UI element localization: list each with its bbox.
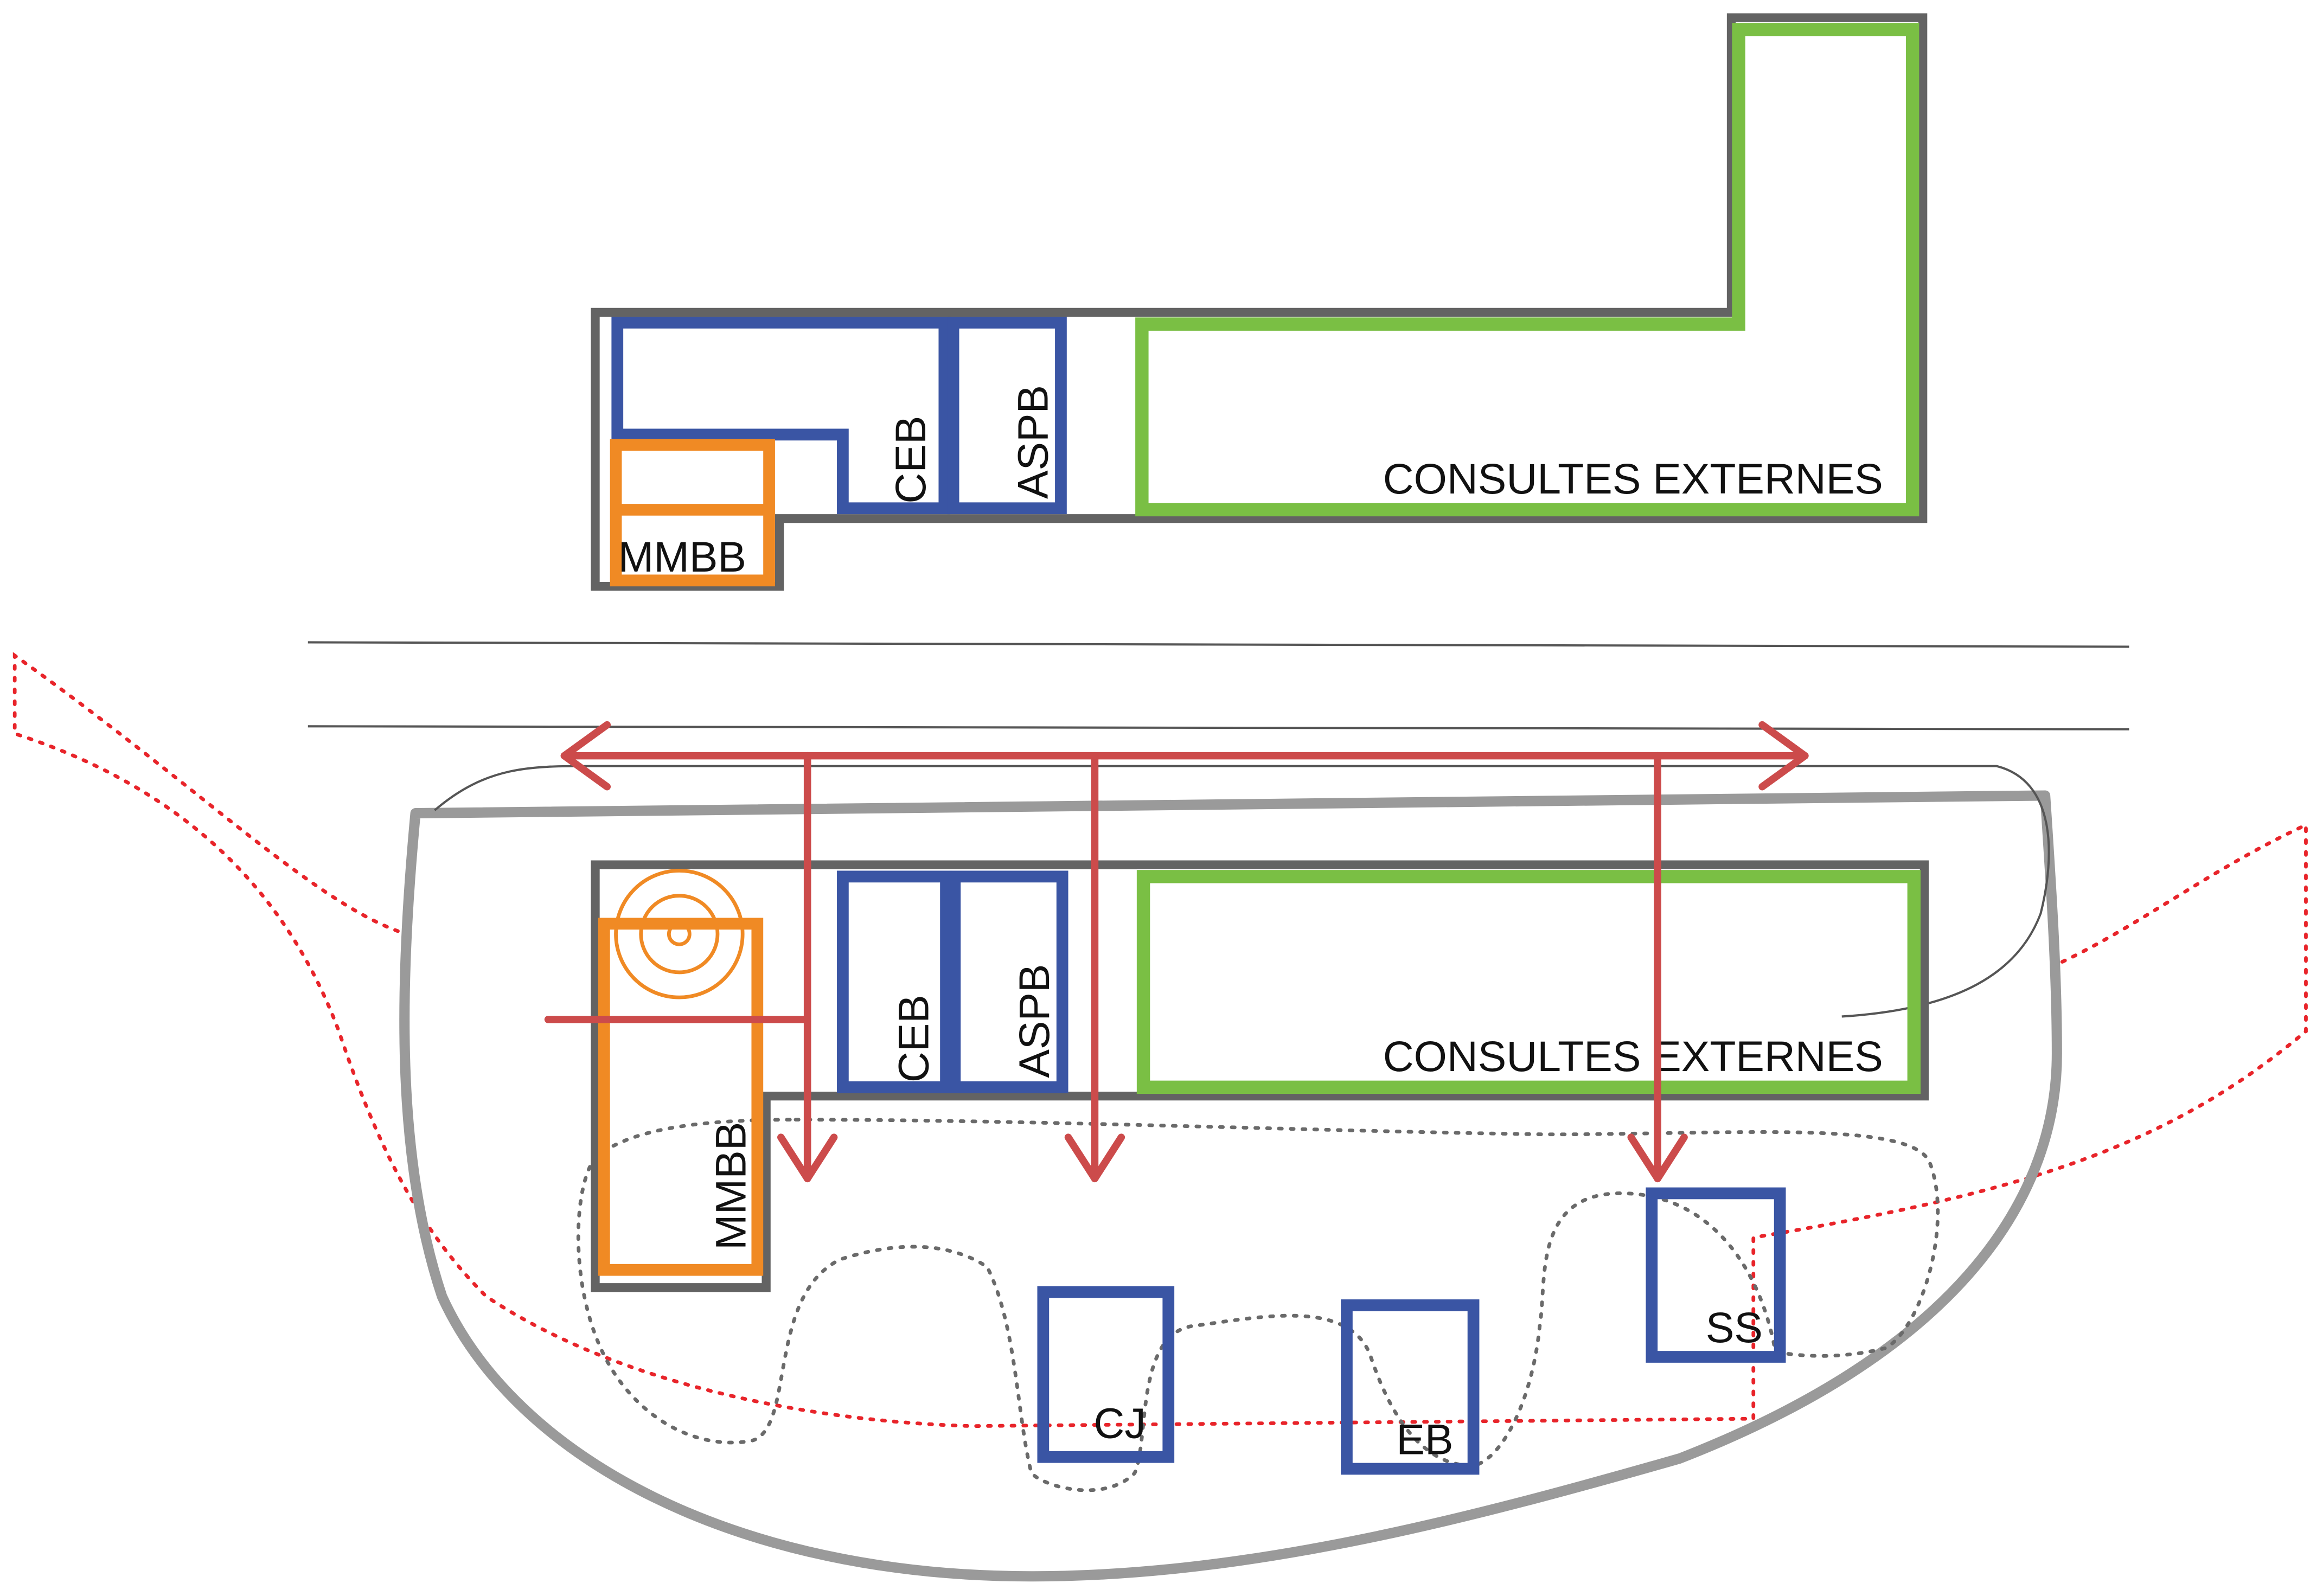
bottom-consultes-label: CONSULTES EXTERNES	[1383, 1033, 1883, 1080]
top-aspb-label: ASPB	[1009, 385, 1057, 499]
target-circle-icon	[614, 869, 745, 999]
bottom-aspb-label: ASPB	[1010, 964, 1058, 1078]
pavilion-cj-box	[1037, 1286, 1175, 1463]
arrowhead-down-2	[1064, 1133, 1125, 1183]
top-mmbb-label: MMBB	[618, 533, 746, 581]
road-edge-top	[308, 641, 2129, 648]
arrowhead-right	[1758, 721, 1809, 791]
access-arrows	[544, 721, 1809, 1183]
site-thin-outline	[434, 765, 2050, 1018]
pavilion-eb-box	[1341, 1299, 1480, 1475]
top-consultes-label: CONSULTES EXTERNES	[1383, 455, 1883, 503]
road-edge-bottom	[308, 725, 2129, 730]
arrowhead-down-3	[1627, 1133, 1688, 1183]
pavilion-ss: SS	[1646, 1187, 1786, 1363]
park-dotted-contour	[576, 1118, 1940, 1492]
bottom-aspb-block	[949, 870, 1068, 1093]
arrowhead-down-1	[777, 1133, 838, 1183]
top-consultes-block	[1135, 23, 1919, 517]
pavilion-eb: EB	[1341, 1299, 1480, 1475]
top-aspb-block	[947, 317, 1067, 515]
bottom-building-outline	[591, 860, 1929, 1292]
bottom-ceb-label: CEB	[890, 995, 937, 1082]
top-building: MMBB CEB ASPB CONSULTES EXTERNES	[591, 13, 1928, 591]
pavilion-eb-label: EB	[1396, 1415, 1453, 1463]
pavilion-ss-label: SS	[1706, 1304, 1763, 1351]
bottom-building: MMBB CEB ASPB CONSULTES EXTERNES	[591, 860, 1929, 1292]
bottom-mmbb-label: MMBB	[707, 1122, 755, 1250]
top-ceb-label: CEB	[887, 416, 935, 504]
pavilion-cj: CJ	[1037, 1286, 1175, 1463]
pavilion-cj-label: CJ	[1093, 1399, 1146, 1447]
arrowhead-left	[560, 721, 611, 791]
bottom-ceb-block	[837, 870, 952, 1093]
bottom-consultes-block	[1136, 870, 1921, 1094]
dotted-boundary-line	[12, 652, 2308, 1428]
road	[308, 641, 2129, 730]
top-ceb-block	[611, 317, 951, 515]
pavilion-ss-box	[1646, 1187, 1786, 1363]
site-outline	[399, 790, 2062, 1582]
